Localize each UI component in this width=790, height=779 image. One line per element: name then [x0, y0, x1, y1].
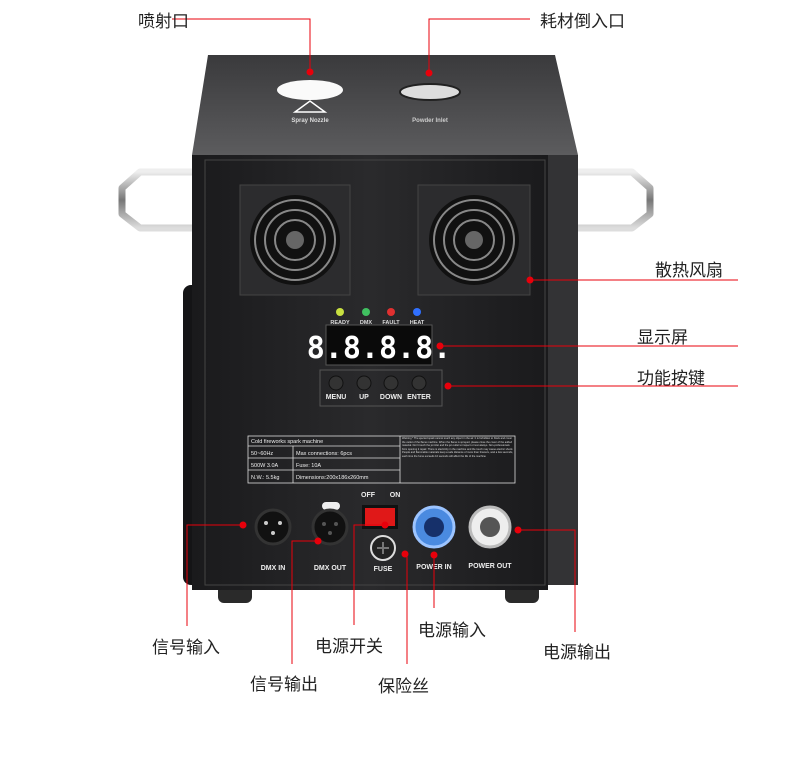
fan-right — [417, 184, 531, 296]
spec-label — [247, 435, 516, 484]
warning-triangle-icon — [292, 100, 328, 113]
dmx-in-port[interactable] — [254, 508, 292, 546]
led-display — [325, 324, 433, 366]
callout-cooling-fans: 散热风扇 — [655, 261, 723, 281]
fan-left — [239, 184, 351, 296]
power-in-port[interactable] — [412, 505, 456, 549]
switch-on-label: ON — [390, 492, 401, 499]
callout-display-screen: 显示屏 — [637, 328, 688, 348]
led-dmx: DMX — [360, 308, 373, 326]
led-fault: FAULT — [382, 308, 400, 326]
dmx-out-label: DMX OUT — [314, 565, 347, 572]
spray-nozzle — [277, 80, 343, 100]
spec-cell: 50~60Hz — [251, 451, 273, 457]
callout-function-keys: 功能按键 — [637, 369, 705, 389]
switch-off-label: OFF — [361, 492, 376, 499]
spec-cell: Dimensions:200x186x260mm — [296, 475, 369, 481]
down-button[interactable]: DOWN — [380, 375, 402, 401]
callout-power-input: 电源输入 — [418, 621, 486, 641]
led-ready: READY — [330, 308, 350, 326]
warning-text: Warning * The ejected spark cannot touch… — [402, 437, 514, 458]
svg-text:MENU: MENU — [326, 394, 347, 401]
svg-text:DMX: DMX — [360, 320, 373, 326]
enter-button[interactable]: ENTER — [407, 375, 431, 401]
svg-text:ENTER: ENTER — [407, 394, 431, 401]
callout-spray-outlet: 喷射口 — [138, 12, 189, 32]
svg-text:DOWN: DOWN — [380, 394, 402, 401]
led-heat: HEAT — [410, 308, 425, 326]
svg-text:HEAT: HEAT — [410, 320, 425, 326]
up-button[interactable]: UP — [356, 375, 372, 401]
callout-signal-input: 信号输入 — [152, 638, 220, 658]
menu-button[interactable]: MENU — [326, 375, 347, 401]
dmx-in-label: DMX IN — [261, 565, 286, 572]
callout-fuse: 保险丝 — [378, 677, 429, 697]
powder-inlet-label: Powder Inlet — [412, 118, 448, 124]
callout-dots — [239, 68, 534, 559]
svg-text:READY: READY — [330, 320, 350, 326]
callout-lines — [172, 18, 738, 664]
fuse-holder[interactable] — [370, 535, 396, 561]
power-out-label: POWER OUT — [468, 563, 512, 570]
left-handle — [118, 168, 192, 232]
spec-title: Cold fireworks spark machine — [251, 439, 323, 445]
top-face — [192, 55, 578, 155]
callout-signal-output: 信号输出 — [250, 675, 318, 695]
svg-text:UP: UP — [359, 394, 369, 401]
spec-cell: 500W 3.0A — [251, 463, 279, 469]
powder-inlet — [399, 83, 461, 101]
spec-cell: Fuse: 10A — [296, 463, 321, 469]
callout-power-switch: 电源开关 — [315, 637, 383, 657]
dmx-out-port[interactable] — [311, 502, 349, 546]
fuse-label: FUSE — [374, 566, 393, 573]
side-panel — [545, 155, 578, 585]
display-readout: 8.8.8.8. — [307, 331, 452, 366]
spec-cell: Max connections: 6pcs — [296, 451, 352, 457]
callout-material-inlet: 耗材倒入口 — [540, 12, 625, 32]
callout-power-output: 电源输出 — [543, 643, 611, 663]
right-handle — [578, 168, 654, 232]
svg-text:FAULT: FAULT — [382, 320, 400, 326]
spec-cell: N.W.: 5.5kg — [251, 475, 279, 481]
power-out-port[interactable] — [468, 505, 512, 549]
spray-nozzle-label: Spray Nozzle — [291, 118, 329, 124]
